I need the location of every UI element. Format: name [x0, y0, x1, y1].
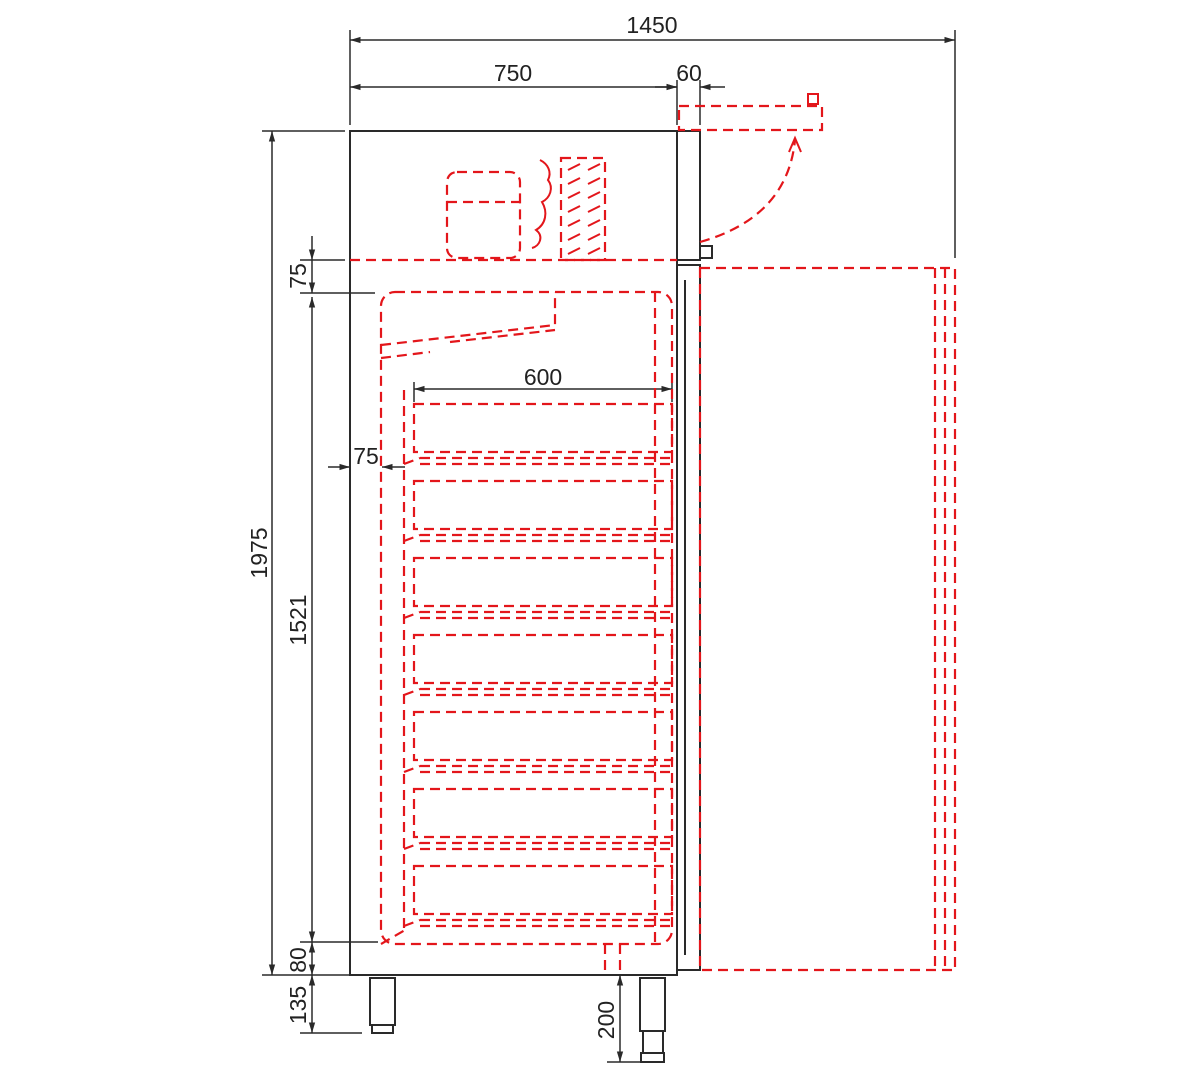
shelf-runner — [403, 841, 672, 851]
shelf — [412, 633, 674, 685]
shelf-runner — [403, 764, 672, 774]
shelf — [412, 864, 674, 916]
dim-overall-height: 1975 — [246, 527, 272, 578]
cabinet-legs — [369, 977, 666, 1063]
shelf-runner — [403, 610, 672, 620]
dim-leg-height-max: 200 — [593, 1001, 619, 1039]
dim-door-thickness: 60 — [676, 60, 702, 86]
hidden-details — [350, 93, 957, 975]
shelf — [412, 556, 674, 608]
shelf-runner — [403, 687, 672, 697]
dim-side-clearance: 75 — [353, 443, 379, 469]
shelf — [412, 402, 674, 454]
dim-bottom-clearance: 80 — [285, 947, 311, 973]
shelf-runner — [403, 456, 672, 466]
dim-body-depth: 750 — [494, 60, 532, 86]
shelf — [412, 710, 674, 762]
dim-interior-height: 1521 — [285, 594, 311, 645]
dimension-lines — [268, 36, 955, 1062]
shelf — [412, 479, 674, 531]
shelf-runner — [403, 533, 672, 543]
dim-top-clearance: 75 — [285, 263, 311, 289]
shelves — [403, 402, 674, 928]
cabinet-body — [349, 130, 713, 976]
dim-leg-height: 135 — [285, 986, 311, 1024]
dim-overall-depth: 1450 — [626, 12, 677, 38]
extension-lines — [262, 30, 956, 1063]
shelf-runner — [403, 918, 672, 928]
shelf — [412, 787, 674, 839]
dim-shelf-width: 600 — [524, 364, 562, 390]
